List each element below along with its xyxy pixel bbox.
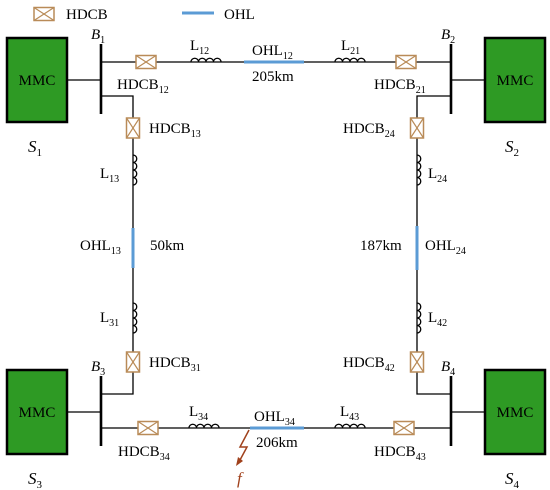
bus-b4: B4 (441, 359, 455, 446)
hdcb42-symbol (409, 351, 425, 373)
l12-label: L12 (190, 38, 209, 57)
hdcb34-symbol (137, 420, 159, 436)
l42-label: L42 (428, 310, 447, 329)
station-name: S4 (505, 469, 520, 490)
hdcb13-label: HDCB13 (149, 121, 201, 140)
line-24: HDCB24 L24 187km OHL24 L42 HDCB42 (343, 95, 466, 395)
hdcb31-symbol (125, 351, 141, 373)
hdcb21-symbol (395, 54, 417, 70)
l21-label: L21 (341, 38, 360, 57)
station-s1: MMC S1 (5, 36, 101, 159)
ohl12-label: OHL12 (252, 43, 293, 62)
line-12: L12 OHL12 205km L21 HDCB12 HDCB21 (101, 38, 451, 96)
fault-label: f (237, 469, 244, 488)
l24-label: L24 (428, 166, 447, 185)
mmc-label: MMC (19, 73, 56, 89)
l34-label: L34 (189, 404, 208, 423)
hdcb13-symbol (125, 117, 141, 139)
fault-marker: f (236, 429, 250, 488)
hdcb12-label: HDCB12 (117, 77, 169, 96)
station-s2: MMC S2 (451, 36, 547, 159)
hdcb42-label: HDCB42 (343, 355, 395, 374)
l31-label: L31 (100, 310, 119, 329)
hdcb34-label: HDCB34 (118, 444, 170, 463)
line-13: HDCB13 L13 OHL13 50km L31 HDCB31 (80, 95, 201, 395)
fault-arrow-icon (236, 457, 243, 466)
mmc-converter-box (483, 36, 547, 124)
ohl34-label: OHL34 (254, 409, 295, 428)
legend-ohl-label: OHL (224, 7, 255, 23)
ohl13-label: OHL13 (80, 238, 121, 257)
hdcb12-symbol (135, 54, 157, 70)
legend-breaker-label: HDCB (66, 7, 108, 23)
ohl12-length: 205km (252, 69, 294, 85)
mmc-converter-box (5, 368, 69, 456)
bus-b1: B1 (91, 27, 105, 114)
hdcb21-label: HDCB21 (374, 77, 426, 96)
ohl24-label: OHL24 (425, 238, 466, 257)
fault-lightning-icon (238, 429, 250, 461)
station-s3: MMC S3 (5, 368, 101, 490)
mmc-label: MMC (19, 405, 56, 421)
bus-label: B1 (91, 27, 105, 46)
bus-b3: B3 (91, 359, 105, 446)
bus-label: B2 (441, 27, 455, 46)
bus-label: B3 (91, 359, 105, 378)
hdcb43-label: HDCB43 (374, 444, 426, 463)
ohl13-length: 50km (150, 238, 185, 254)
ohl24-length: 187km (360, 238, 402, 254)
ohl34-length: 206km (256, 435, 298, 451)
bus-label: B4 (441, 359, 455, 378)
l43-label: L43 (340, 404, 359, 423)
legend-breaker-icon (33, 6, 55, 22)
station-name: S1 (28, 137, 42, 159)
legend: HDCB OHL (33, 6, 255, 23)
l13-label: L13 (100, 166, 119, 185)
station-s4: MMC S4 (451, 368, 547, 490)
station-name: S3 (28, 469, 43, 490)
hdcb24-symbol (409, 117, 425, 139)
mmc-label: MMC (497, 405, 534, 421)
station-name: S2 (505, 137, 519, 159)
hdcb31-label: HDCB31 (149, 355, 201, 374)
hdcb24-label: HDCB24 (343, 121, 395, 140)
mmc-label: MMC (497, 73, 534, 89)
bus-b2: B2 (441, 27, 455, 114)
hdcb43-symbol (393, 420, 415, 436)
line-34: L34 OHL34 206km L43 HDCB34 HDCB43 (101, 404, 451, 463)
